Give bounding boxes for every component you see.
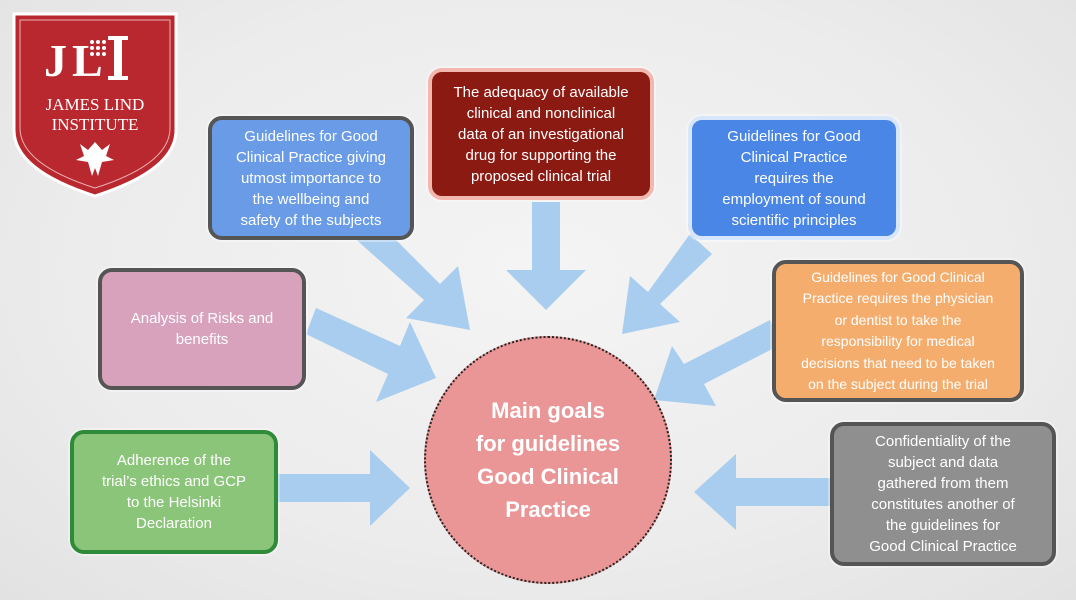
center-goal-text: Main goals for guidelines Good Clinical … [475, 398, 621, 522]
box-risks-text: Analysis of Risks and benefits [130, 310, 274, 348]
box-physician-text: Guidelines for Good Clinical Practice re… [801, 268, 995, 393]
box-confidentiality: Confidentiality of the subject and data … [830, 422, 1056, 566]
box-helsinki-text: Adherence of the trial’s ethics and GCP … [102, 452, 246, 532]
arrow-from-confidentiality [694, 454, 830, 530]
svg-text:JAMES LIND: JAMES LIND [46, 95, 145, 114]
box-confidentiality-text: Confidentiality of the subject and data … [869, 433, 1017, 555]
arrow-from-adequacy [506, 202, 586, 310]
svg-text:INSTITUTE: INSTITUTE [52, 115, 139, 134]
box-helsinki-declaration: Adherence of the trial’s ethics and GCP … [70, 430, 278, 554]
arrow-from-wellbeing [352, 216, 470, 330]
box-wellbeing-safety: Guidelines for Good Clinical Practice gi… [208, 116, 414, 240]
box-data-adequacy: The adequacy of available clinical and n… [428, 68, 654, 200]
box-wellbeing-text: Guidelines for Good Clinical Practice gi… [235, 127, 387, 229]
arrow-from-scientific [622, 234, 712, 334]
box-adequacy-text: The adequacy of available clinical and n… [453, 83, 629, 185]
arrow-from-risks [306, 308, 436, 402]
svg-text:J: J [44, 35, 67, 86]
box-scientific-text: Guidelines for Good Clinical Practice re… [722, 127, 866, 229]
center-goal-circle: Main goals for guidelines Good Clinical … [424, 336, 672, 584]
box-scientific-principles: Guidelines for Good Clinical Practice re… [688, 116, 900, 240]
arrow-from-helsinki [278, 450, 410, 526]
box-physician-responsibility: Guidelines for Good Clinical Practice re… [772, 260, 1024, 402]
james-lind-institute-logo: J L JAMES LIND INSTITUTE [12, 12, 178, 198]
box-risks-benefits: Analysis of Risks and benefits [98, 268, 306, 390]
arrow-from-physician [654, 320, 782, 406]
